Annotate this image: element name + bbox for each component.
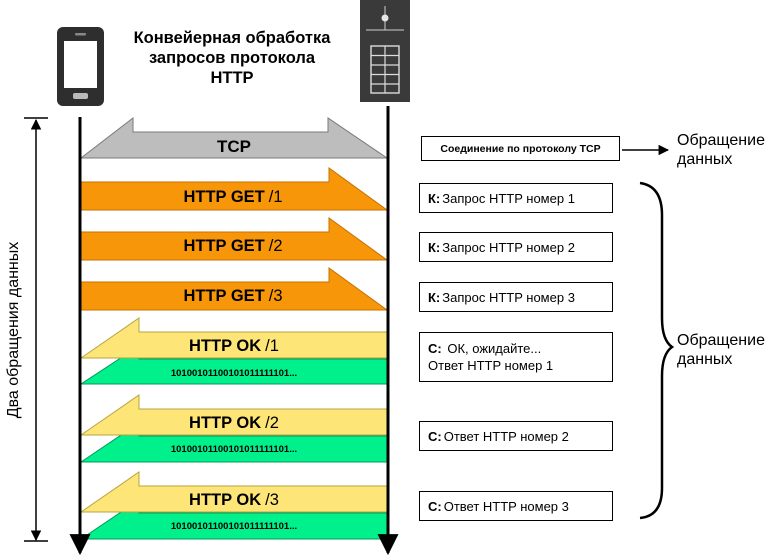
span-marker <box>24 117 48 542</box>
access-label-top: Обращение данных <box>677 132 765 168</box>
request-label-2: HTTP GET/2 <box>183 237 282 255</box>
response-bits-1: 10100101100101011111101... <box>171 368 297 379</box>
curly-brace <box>639 181 675 520</box>
server-icon <box>360 0 410 102</box>
request-arrow-3: HTTP GET/3 <box>80 267 389 311</box>
request-label-3: HTTP GET/3 <box>183 287 282 305</box>
diagram-title: Конвейерная обработка запросов протокола… <box>133 29 331 87</box>
smartphone-icon <box>57 27 104 106</box>
response-label-2: HTTP OK/2 <box>189 414 279 432</box>
request-label-1: HTTP GET/1 <box>183 188 282 206</box>
request-arrow-2: HTTP GET/2 <box>80 217 389 261</box>
note-request-3: К:Запрос HTTP номер 3 <box>419 282 613 312</box>
note-response-2: С:Ответ HTTP номер 2 <box>419 421 613 451</box>
response-bits-2: 10100101100101011111101... <box>171 444 297 455</box>
note-request-2: К:Запрос HTTP номер 2 <box>419 232 613 262</box>
response-arrow-1: HTTP OK/1 10100101100101011111101... <box>79 317 388 385</box>
request-arrow-1: HTTP GET/1 <box>80 167 389 211</box>
vertical-label: Два обращения данных <box>5 241 22 419</box>
note-request-1: К:Запрос HTTP номер 1 <box>419 183 613 213</box>
response-bits-3: 10100101100101011111101... <box>171 521 297 532</box>
note-response-1: С: ОК, ожидайте... Ответ HTTP номер 1 <box>419 332 613 382</box>
response-label-3: HTTP OK/3 <box>189 491 279 509</box>
note-response-3: С:Ответ HTTP номер 3 <box>419 491 613 521</box>
response-label-1: HTTP OK/1 <box>189 337 279 355</box>
tcp-arrow-label: TCP <box>217 137 251 156</box>
response-arrow-3: HTTP OK/3 10100101100101011111101... <box>79 471 388 540</box>
access-label-bottom: Обращение данных <box>677 332 765 368</box>
note-tcp: Соединение по протоколу TCP <box>421 136 620 161</box>
response-arrow-2: HTTP OK/2 10100101100101011111101... <box>79 394 388 463</box>
